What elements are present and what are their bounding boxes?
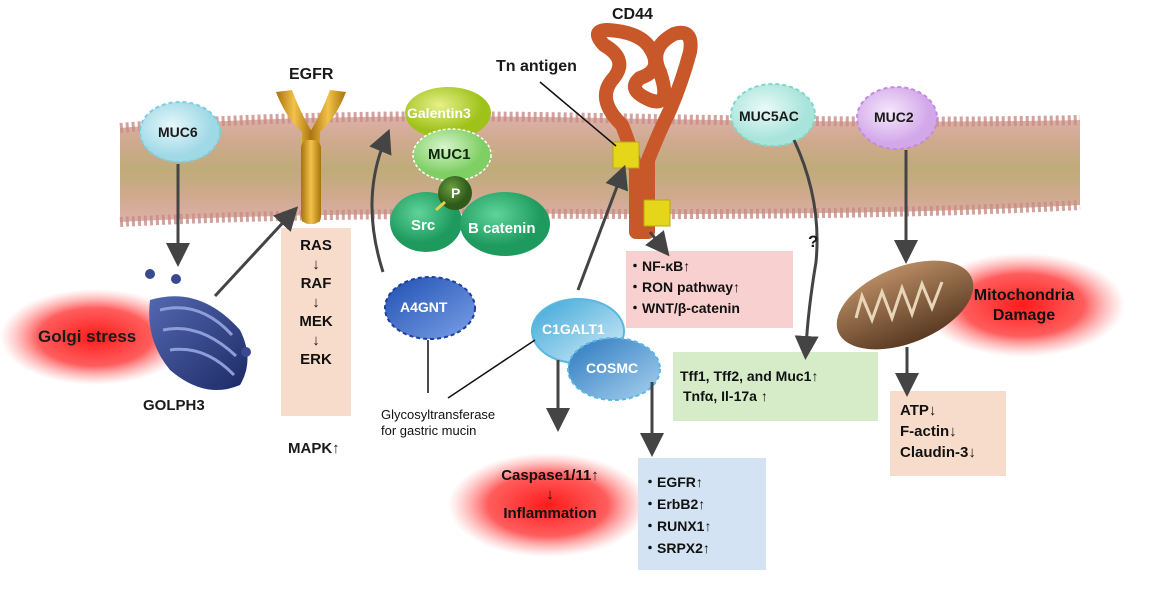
- arrow-muc5ac-tff: [792, 139, 819, 360]
- mito-effect-item: ATP↓: [900, 402, 937, 419]
- muc5ac-effect-line: Tnfα, Il-17a ↑: [683, 388, 768, 404]
- muc2-label: MUC2: [874, 109, 914, 125]
- cosmc-shape: [567, 337, 661, 401]
- arrow-c1galt1-tn: [576, 164, 628, 291]
- tn-antigen-square-2: [643, 199, 671, 227]
- mito-effects-box: [890, 391, 1006, 476]
- tn-antigen-pointer: [539, 81, 617, 147]
- cd44-effect-item: ・RON pathway↑: [628, 279, 741, 295]
- b-catenin-label: B catenin: [468, 220, 536, 237]
- muc6-label: MUC6: [158, 124, 198, 140]
- mapk-item: ERK: [300, 351, 332, 368]
- muc5ac-effect-box: [673, 352, 878, 421]
- egfr-receptor: [276, 90, 346, 224]
- glyco-note-line: Glycosyltransferase: [381, 407, 496, 422]
- mito-effect-item: F-actin↓: [900, 423, 957, 440]
- inflammation-block: Caspase1/11↑ ↓ Inflammation: [475, 466, 625, 523]
- inflammation-glow: [448, 453, 648, 557]
- mitochondria: [836, 260, 974, 350]
- cd44-protein: [591, 23, 698, 239]
- muc5ac-question: ?: [808, 232, 819, 251]
- arrow-golgi-egfr: [213, 206, 299, 298]
- glyco-note-line: for gastric mucin: [381, 423, 477, 438]
- cd44-effects-box: [626, 251, 793, 328]
- phospho-label: P: [451, 185, 461, 201]
- muc6-shape: [139, 101, 221, 163]
- mapk-label: MAPK↑: [288, 440, 340, 457]
- mapk-box: [281, 228, 351, 416]
- src-label: Src: [411, 217, 436, 234]
- muc5ac-shape: [730, 83, 816, 147]
- golph3-label: GOLPH3: [143, 397, 205, 414]
- mito-effect-item: Claudin-3↓: [900, 444, 976, 461]
- muc2-shape: [856, 86, 938, 150]
- mito-effects: ATP↓ F-actin↓ Claudin-3↓: [900, 400, 976, 463]
- arrow-cd44-nfkb: [645, 230, 670, 257]
- cosmc-effect-item: ・ErbB2↑: [643, 496, 706, 512]
- mito-damage-label: Mitochondria Damage: [963, 286, 1085, 326]
- caspase-arrow: ↓: [546, 486, 554, 503]
- inflammation-label: Inflammation: [503, 505, 597, 522]
- mapk-item: ↓: [312, 294, 320, 311]
- phospho-shape: [438, 176, 472, 210]
- pointer-c1galt1-note: [447, 339, 536, 399]
- mito-damage-line: Mitochondria: [973, 287, 1075, 304]
- muc1-label: MUC1: [428, 146, 471, 163]
- cell-membrane: [119, 111, 1081, 227]
- egfr-label: EGFR: [289, 66, 334, 83]
- tn-antigen-label: Tn antigen: [496, 58, 577, 75]
- b-catenin-shape: [460, 192, 550, 256]
- mapk-item: RAS: [300, 237, 332, 254]
- a4gnt-label: A4GNT: [400, 299, 448, 315]
- a4gnt-shape: [384, 276, 476, 340]
- mapk-item: MEK: [299, 313, 333, 330]
- cosmc-effects-box: [638, 458, 766, 570]
- golgi-stress-label: Golgi stress: [38, 327, 137, 346]
- cosmc-effects: ・EGFR↑ ・ErbB2↑ ・RUNX1↑ ・SRPX2↑: [643, 471, 711, 559]
- caspase-label: Caspase1/11↑: [501, 467, 599, 484]
- glycosyltransferase-note: Glycosyltransferase for gastric mucin: [381, 407, 495, 439]
- mapk-item: ↓: [312, 256, 320, 273]
- cd44-label: CD44: [612, 6, 653, 23]
- cosmc-label: COSMC: [586, 360, 639, 376]
- muc5ac-effects: Tff1, Tff2, and Muc1↑ Tnfα, Il-17a ↑: [680, 366, 818, 406]
- mito-damage-line: Damage: [992, 307, 1056, 324]
- cosmc-effect-item: ・EGFR↑: [643, 474, 703, 490]
- golgi-apparatus: [145, 269, 251, 390]
- galectin3-shape: [405, 87, 491, 139]
- muc5ac-effect-line: Tff1, Tff2, and Muc1↑: [680, 368, 819, 384]
- golgi-stress-glow: [0, 289, 190, 385]
- cosmc-effect-item: ・SRPX2↑: [643, 540, 710, 556]
- cosmc-effect-item: ・RUNX1↑: [643, 518, 712, 534]
- arrow-a4gnt-galectin: [369, 128, 392, 273]
- cd44-effects: ・NF-κB↑ ・RON pathway↑ ・WNT/β-catenin: [628, 256, 740, 319]
- mapk-cascade: RAS ↓ RAF ↓ MEK ↓ ERK: [281, 236, 351, 369]
- galectin3-label: Galentin3: [407, 105, 471, 121]
- src-shape: [390, 192, 462, 252]
- c1galt1-label: C1GALT1: [542, 321, 605, 337]
- muc5ac-label: MUC5AC: [739, 108, 799, 124]
- p-src-link: [435, 200, 446, 212]
- tn-antigen-square-1: [612, 141, 640, 169]
- cd44-effect-item: ・WNT/β-catenin: [628, 300, 740, 316]
- mapk-item: ↓: [312, 332, 320, 349]
- cd44-effect-item: ・NF-κB↑: [628, 258, 691, 274]
- mapk-item: RAF: [300, 275, 332, 292]
